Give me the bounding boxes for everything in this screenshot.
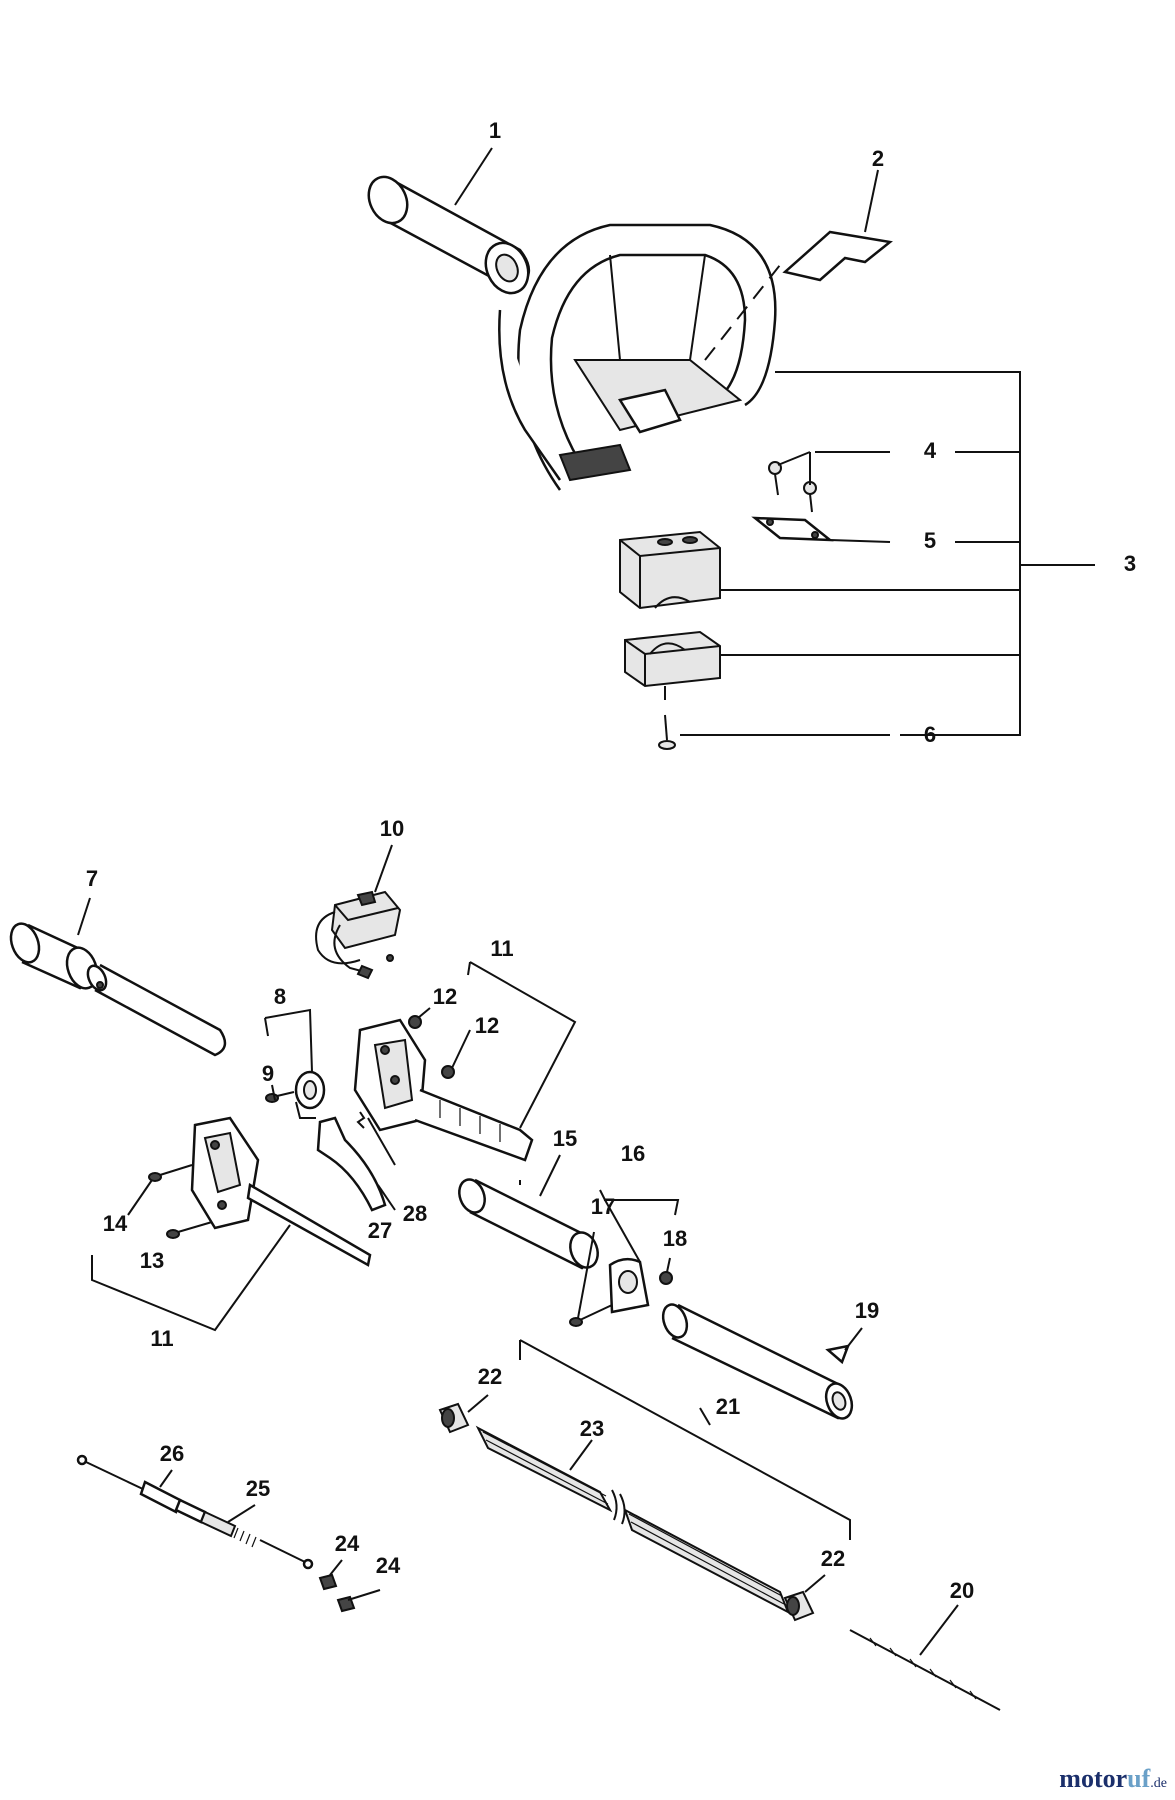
label-part-11-upper: 11 [490,936,513,961]
part-15-grip-tube [458,1178,599,1270]
label-part-24-a: 24 [335,1531,360,1556]
leaders-upper [454,147,879,485]
part-1-grip-tube [367,175,530,295]
label-part-19: 19 [855,1298,879,1323]
part-3-handle-loop [498,223,781,491]
part-9-bolt [265,1091,295,1103]
label-part-9: 9 [262,1061,274,1086]
part-5-plate [751,516,834,542]
callout-bracket-part-3 [680,371,1095,736]
part-27-throttle-trigger [316,1116,387,1212]
label-part-13: 13 [140,1248,164,1273]
part-4-screws [768,461,817,513]
part-23-shaft-liner [475,1425,790,1615]
part-21-shaft-tube [661,1303,854,1420]
label-part-27: 27 [368,1218,392,1243]
label-part-10: 10 [380,816,404,841]
watermark-tld: .de [1150,1776,1167,1791]
lower-clamp-block [624,630,721,700]
label-part-1: 1 [489,118,501,143]
label-part-12-a: 12 [433,984,457,1009]
part-24-26-throttle-cable [76,1454,356,1613]
label-part-18: 18 [663,1226,687,1251]
label-part-16: 16 [621,1141,645,1166]
label-part-20: 20 [950,1578,974,1603]
part-labels: 1 2 3 4 5 6 7 8 9 10 11 11 12 12 13 14 1… [86,118,1136,1603]
part-16-17-18-clamp [569,1257,673,1327]
label-part-25: 25 [246,1476,270,1501]
label-part-22-b: 22 [821,1546,845,1571]
label-part-6: 6 [924,722,936,747]
label-part-15: 15 [553,1126,577,1151]
label-part-26: 26 [160,1441,184,1466]
label-part-21: 21 [716,1394,740,1419]
leaders-lower [77,844,959,1656]
label-part-28: 28 [403,1201,427,1226]
label-part-4: 4 [924,438,937,463]
watermark-brand-accent: uf [1127,1764,1151,1793]
part-22-bushings [438,1402,815,1622]
watermark-logo: motoruf.de [1059,1764,1167,1794]
label-part-23: 23 [580,1416,604,1441]
upper-clamp-block [619,530,721,610]
part-6-bolt [658,714,676,750]
part-28-spring [356,1111,366,1129]
part-11-handle-housing-lower [190,1116,372,1267]
label-part-5: 5 [924,528,936,553]
label-part-12-b: 12 [475,1013,499,1038]
part-10-switch-module [315,890,402,980]
label-part-11-lower: 11 [150,1326,173,1351]
label-part-2: 2 [872,146,884,171]
label-part-24-b: 24 [376,1553,401,1578]
part-19-decal [825,1344,850,1365]
label-part-17: 17 [591,1194,615,1219]
part-2-decal [782,230,893,282]
label-part-3: 3 [1124,551,1136,576]
part-12-nuts [408,1015,455,1079]
label-part-8: 8 [274,984,286,1009]
label-part-14: 14 [103,1211,128,1236]
part-8-clamp-ring [294,1070,326,1119]
part-20-drive-cable [849,1629,1001,1711]
label-part-7: 7 [86,866,98,891]
part-11-handle-housing-upper [353,1018,534,1162]
part-13-14-screws [148,1164,213,1239]
watermark-brand: motor [1059,1764,1128,1793]
label-part-22-a: 22 [478,1364,502,1389]
part-7-sleeve [9,922,227,1057]
